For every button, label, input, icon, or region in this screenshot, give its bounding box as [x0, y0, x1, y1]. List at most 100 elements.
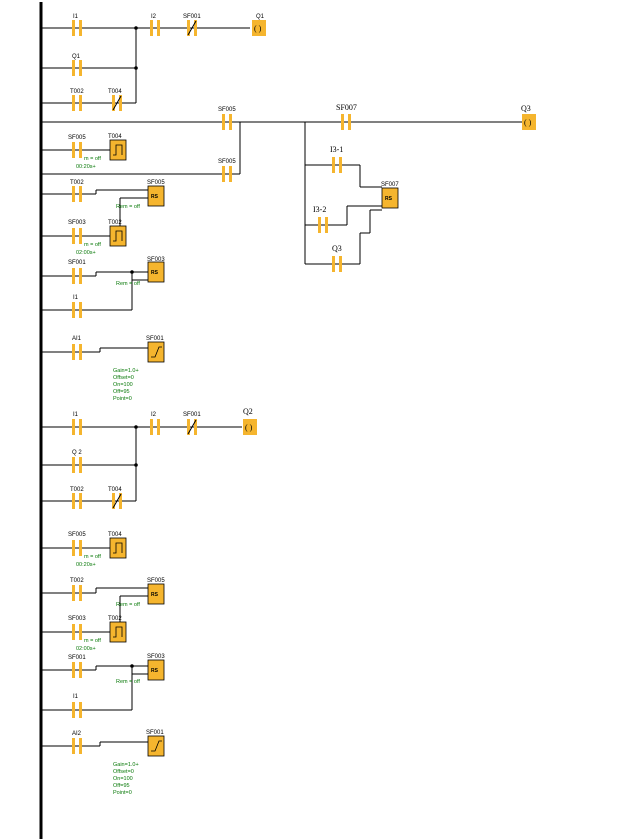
coil-q2[interactable]: ( ) [243, 419, 257, 435]
label-sf005-block: SF005 [147, 180, 165, 186]
coil-q1[interactable]: ( ) [252, 20, 266, 36]
svg-text:RS: RS [151, 668, 159, 674]
param-on: On=100 [113, 382, 133, 388]
label-sf003-block-lower: SF003 [147, 654, 165, 660]
param-gain: Gain=1.0+ [113, 368, 139, 374]
contact-i2[interactable] [150, 20, 160, 36]
svg-text:( ): ( ) [254, 24, 262, 33]
label-sf001-block-lower: SF001 [146, 730, 164, 736]
contact-ai1[interactable] [72, 344, 82, 360]
block-sf001-analog[interactable] [147, 341, 165, 363]
block-t004[interactable] [109, 139, 127, 161]
block-sf003-rs[interactable]: RS [147, 261, 165, 283]
rung-t002-upper: SF003 T002 m = off 02:00s+ [41, 220, 127, 256]
param-off: Off=95 [113, 389, 130, 395]
label-sf001-c: SF001 [68, 260, 86, 266]
contact-sf003-lower[interactable] [72, 624, 82, 640]
contact-sf001-lower[interactable] [72, 662, 82, 678]
param-offset: Offset=0 [113, 375, 134, 381]
param-m-off-b: m = off [84, 242, 101, 248]
label-sf005-b: SF005 [218, 159, 236, 165]
param-gain-b: Gain=1.0+ [113, 762, 139, 768]
contact-sf001[interactable] [72, 268, 82, 284]
contact-q1[interactable] [72, 60, 82, 76]
label-sf005-a: SF005 [218, 107, 236, 113]
param-offset-b: Offset=0 [113, 769, 134, 775]
rung-sf003-lower: SF001 I1 RS SF003 Rem = off [41, 654, 165, 718]
param-m-off-c: m = off [84, 554, 101, 560]
svg-text:( ): ( ) [524, 118, 532, 127]
contact-sf005-t[interactable] [72, 142, 82, 158]
label-t002: T002 [70, 89, 84, 95]
block-t002-lower[interactable] [109, 621, 127, 643]
svg-text:RS: RS [151, 194, 159, 200]
label-sf003-block: SF003 [147, 257, 165, 263]
block-t002[interactable] [109, 225, 127, 247]
label-sf001-block: SF001 [146, 336, 164, 342]
rung-sf005-lower: T002 RS SF005 Rem = off [41, 578, 165, 632]
block-sf005-rs-lower[interactable]: RS [147, 583, 165, 605]
param-rem-off-d: Rem = off [116, 679, 140, 685]
rung-ai2: AI2 SF001 Gain=1.0+ Offset=0 On=100 Off=… [41, 730, 165, 796]
contact-i1-lower[interactable] [72, 702, 82, 718]
svg-text:RS: RS [151, 270, 159, 276]
contact-i2-q2[interactable] [150, 419, 160, 435]
label-i3-1: I3-1 [330, 145, 343, 154]
param-off-b: Off=95 [113, 783, 130, 789]
label-t002-b: T002 [70, 180, 84, 186]
contact-t002[interactable] [72, 95, 82, 111]
param-rem-off-b: Rem = off [116, 281, 140, 287]
contact-ai2[interactable] [72, 738, 82, 754]
param-point: Point=0 [113, 396, 132, 402]
contact-i3-1[interactable] [332, 157, 342, 173]
param-rem-off-c: Rem = off [116, 602, 140, 608]
param-point-b: Point=0 [113, 790, 132, 796]
label-q-2: Q 2 [72, 450, 82, 456]
label-t002-block: T002 [108, 220, 122, 226]
label-sf005-block-lower: SF005 [147, 578, 165, 584]
block-sf007-rs[interactable]: RS [381, 187, 399, 209]
contact-q2[interactable] [72, 457, 82, 473]
contact-sf005-a[interactable] [222, 114, 232, 130]
rung-q1: I1 I2 SF001 ( ) Q1 Q1 T002 T004 [41, 14, 266, 111]
contact-sf005-t-lower[interactable] [72, 540, 82, 556]
label-i2: I2 [151, 14, 157, 20]
contact-i1-q2[interactable] [72, 419, 82, 435]
contact-sf001-nc[interactable] [187, 20, 197, 36]
block-sf005-rs[interactable]: RS [147, 185, 165, 207]
label-i1-lower: I1 [73, 694, 79, 700]
rung-sf005-upper: T002 RS SF005 Rem = off [41, 180, 165, 238]
label-t004-block-lower: T004 [108, 532, 122, 538]
contact-t002-q2[interactable] [72, 493, 82, 509]
contact-sf003[interactable] [72, 228, 82, 244]
label-sf001-q2: SF001 [183, 412, 201, 418]
contact-sf001-nc-q2[interactable] [187, 419, 197, 435]
coil-q3[interactable]: ( ) [522, 114, 536, 130]
label-t002-block-lower: T002 [108, 616, 122, 622]
block-sf001-analog-lower[interactable] [147, 735, 165, 757]
param-time-02m: 02:00s+ [76, 250, 96, 256]
param-time-20s: 00:20s+ [76, 164, 96, 170]
label-sf001-lower: SF001 [68, 655, 86, 661]
rung-sf003-upper: SF001 I1 RS SF003 Rem = off [41, 257, 165, 318]
contact-sf005-b[interactable] [222, 166, 232, 182]
contact-i1-b[interactable] [72, 302, 82, 318]
contact-t002-b[interactable] [72, 186, 82, 202]
block-t004-lower[interactable] [109, 537, 127, 559]
contact-i1[interactable] [72, 20, 82, 36]
label-sf003: SF003 [68, 220, 86, 226]
contact-t004-nc[interactable] [112, 95, 122, 111]
contact-q3[interactable] [332, 256, 342, 272]
block-sf003-rs-lower[interactable]: RS [147, 659, 165, 681]
label-i3-2: I3-2 [313, 205, 326, 214]
contact-sf007[interactable] [341, 114, 351, 130]
svg-text:( ): ( ) [245, 423, 253, 432]
contact-i3-2[interactable] [318, 217, 328, 233]
contact-t004-nc-q2[interactable] [112, 493, 122, 509]
param-time-20s-b: 00:20s+ [76, 562, 96, 568]
label-i1-b: I1 [73, 295, 79, 301]
contact-t002-lower[interactable] [72, 585, 82, 601]
param-on-b: On=100 [113, 776, 133, 782]
label-t004-q2: T004 [108, 487, 122, 493]
param-rem-off-a: Rem = off [116, 204, 140, 210]
